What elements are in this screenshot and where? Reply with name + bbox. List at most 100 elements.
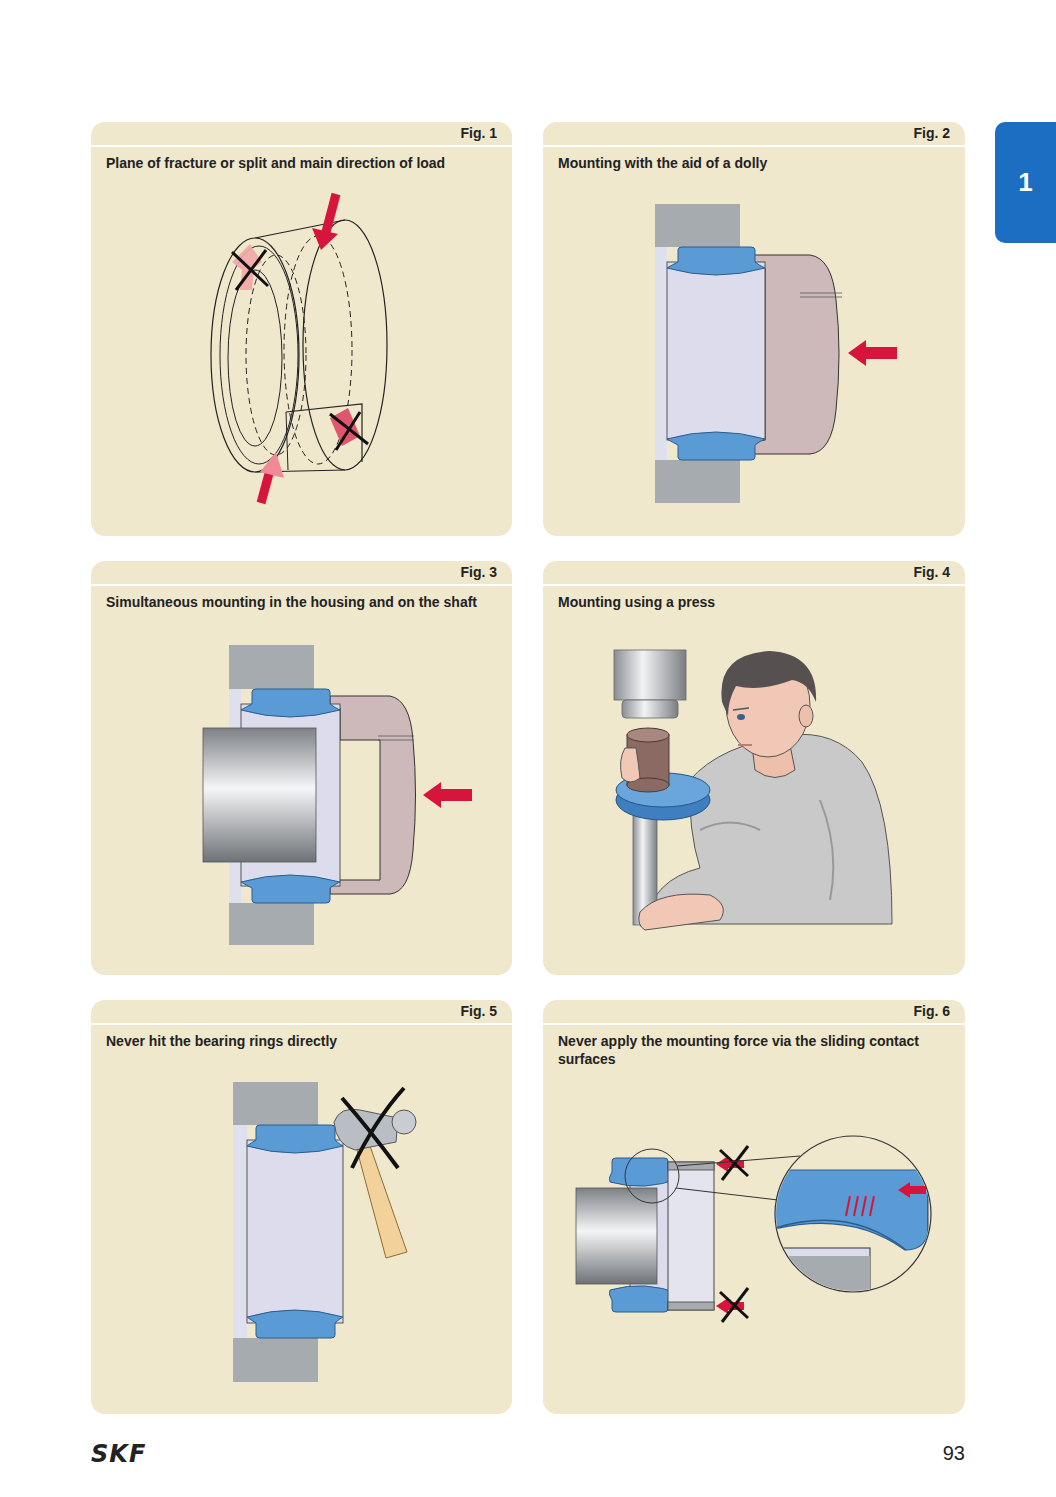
line-shape bbox=[800, 297, 842, 298]
path-shape bbox=[639, 894, 724, 930]
path-shape bbox=[700, 800, 833, 900]
rect-shape bbox=[233, 1082, 318, 1125]
line-shape bbox=[677, 1156, 800, 1166]
line-shape bbox=[676, 1188, 778, 1200]
hammer-drawing bbox=[91, 1024, 512, 1382]
path-shape bbox=[352, 1088, 404, 1168]
path-shape bbox=[721, 651, 816, 716]
path-shape bbox=[241, 875, 340, 903]
line-shape bbox=[326, 194, 336, 232]
ellipse-shape bbox=[228, 270, 282, 446]
figure-number: Fig. 1 bbox=[460, 125, 497, 141]
figure-panel: Fig. 2 Mounting with the aid of a dolly bbox=[543, 122, 965, 536]
line-shape bbox=[91, 145, 512, 147]
polygon-shape bbox=[716, 1156, 728, 1172]
path-shape bbox=[241, 689, 340, 717]
rect-shape bbox=[668, 1162, 714, 1310]
rect-shape bbox=[668, 1302, 714, 1310]
ellipse-shape bbox=[737, 714, 745, 720]
path-shape bbox=[770, 1170, 928, 1250]
polygon-shape bbox=[848, 340, 866, 366]
polygon-shape bbox=[423, 782, 441, 808]
line-shape bbox=[336, 412, 360, 450]
path-shape bbox=[775, 1220, 906, 1250]
line-shape bbox=[378, 740, 414, 741]
path-shape bbox=[621, 748, 640, 782]
figure-number: Fig. 4 bbox=[913, 564, 950, 580]
line-shape bbox=[236, 250, 266, 290]
figure-caption: Simultaneous mounting in the housing and… bbox=[106, 593, 491, 611]
path-shape bbox=[247, 1310, 343, 1338]
press-drawing bbox=[543, 585, 965, 930]
rect-shape bbox=[247, 1140, 343, 1323]
line-shape bbox=[91, 1023, 512, 1025]
rect-shape bbox=[770, 1248, 870, 1298]
simultaneous-illustration bbox=[91, 561, 512, 975]
line-shape bbox=[722, 1146, 748, 1180]
figure-number: Fig. 2 bbox=[913, 125, 950, 141]
hammer-illustration bbox=[91, 1000, 512, 1414]
polygon-shape bbox=[357, 1146, 407, 1258]
simultaneous-drawing bbox=[91, 585, 512, 945]
figure-caption: Never hit the bearing rings directly bbox=[106, 1032, 491, 1050]
figure-panel: Fig. 4 Mounting using a press bbox=[543, 561, 965, 975]
figure-panel: Fig. 1Plane of fracture or split and mai… bbox=[91, 122, 512, 536]
line-shape bbox=[722, 1288, 748, 1322]
figure-number: Fig. 5 bbox=[460, 1003, 497, 1019]
figure-panel: Fig. 3 Simultaneous mounting in the housi… bbox=[91, 561, 512, 975]
bearing-ring-drawing bbox=[91, 146, 512, 503]
figure-panel: Fig. 5 Never hit the bearing rings direct… bbox=[91, 1000, 512, 1414]
path-shape bbox=[733, 708, 749, 710]
line-shape bbox=[543, 584, 965, 586]
figure-number: Fig. 3 bbox=[460, 564, 497, 580]
ellipse-shape bbox=[303, 220, 387, 470]
path-shape bbox=[247, 1125, 343, 1153]
line-shape bbox=[261, 470, 270, 503]
rect-shape bbox=[233, 1338, 318, 1382]
path-shape bbox=[330, 696, 416, 894]
rect-shape bbox=[437, 789, 472, 801]
path-shape bbox=[738, 744, 752, 746]
rect-shape bbox=[770, 1256, 870, 1296]
path-shape bbox=[862, 1196, 866, 1216]
figure-number: Fig. 6 bbox=[913, 1003, 950, 1019]
line-shape bbox=[543, 145, 965, 147]
page-number: 93 bbox=[905, 1442, 965, 1465]
ellipse-shape bbox=[246, 255, 306, 455]
ellipse-shape bbox=[211, 238, 299, 472]
rect-shape bbox=[667, 262, 765, 440]
dolly-drawing bbox=[543, 146, 965, 503]
ellipse-shape bbox=[799, 705, 813, 727]
path-shape bbox=[870, 1196, 874, 1216]
path-shape bbox=[286, 404, 362, 462]
rect-shape bbox=[928, 1170, 948, 1230]
figure-caption: Mounting with the aid of a dolly bbox=[558, 154, 943, 172]
rect-shape bbox=[622, 700, 678, 718]
polygon-shape bbox=[716, 1298, 728, 1314]
rect-shape bbox=[233, 1125, 247, 1338]
polygon-shape bbox=[312, 228, 338, 250]
rect-shape bbox=[655, 247, 667, 460]
line-shape bbox=[543, 1023, 965, 1025]
line-shape bbox=[800, 293, 842, 294]
figure-caption: Mounting using a press bbox=[558, 593, 943, 611]
line-shape bbox=[91, 584, 512, 586]
sliding-surface-drawing bbox=[543, 1024, 965, 1322]
figure-panel: Fig. 6Never apply the mounting force via… bbox=[543, 1000, 965, 1414]
rect-shape bbox=[614, 650, 686, 700]
magnified-detail bbox=[770, 1170, 948, 1298]
brand-logo: SKF bbox=[91, 1440, 181, 1468]
path-shape bbox=[667, 432, 765, 460]
polygon-shape bbox=[260, 452, 284, 478]
rect-shape bbox=[655, 204, 740, 247]
dolly-illustration bbox=[543, 122, 965, 536]
circle-shape bbox=[625, 1149, 679, 1203]
press-illustration bbox=[543, 561, 965, 975]
path-shape bbox=[286, 412, 288, 470]
chapter-number: 1 bbox=[1018, 167, 1032, 198]
rect-shape bbox=[229, 645, 314, 689]
chapter-tab: 1 bbox=[995, 122, 1056, 243]
rect-shape bbox=[862, 347, 897, 359]
ellipse-shape bbox=[627, 728, 669, 742]
force-arrows bbox=[846, 1196, 874, 1216]
